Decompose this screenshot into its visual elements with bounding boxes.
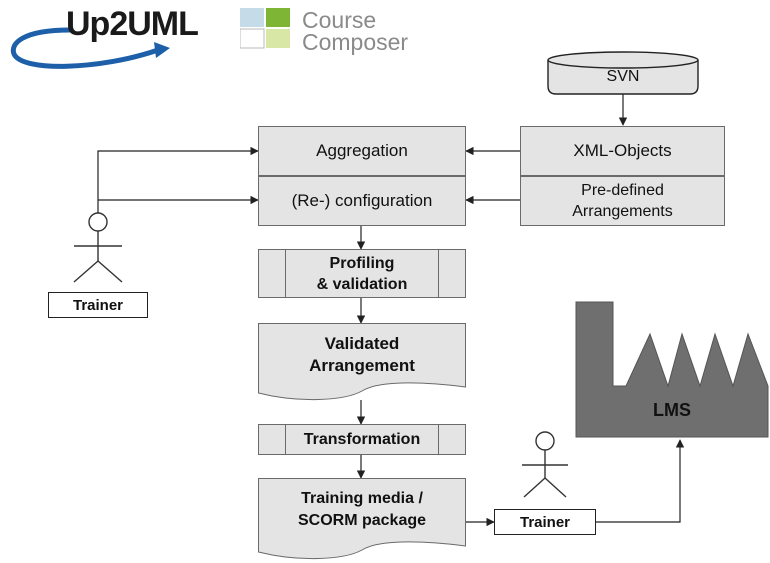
training-media-line-2: SCORM package [297, 512, 427, 529]
trainer-left-actor-icon [73, 212, 123, 283]
training-media-label: Training media / SCORM package [258, 485, 466, 535]
trainer-left-label-box: Trainer [48, 292, 148, 318]
svn-label: SVN [606, 68, 640, 85]
lms-factory-icon [575, 301, 769, 438]
course-composer-squares-icon [240, 8, 290, 49]
profiling-label: Profiling & validation [317, 253, 408, 295]
trainer-bottom-label: Trainer [519, 513, 571, 531]
validated-line-1: Validated [324, 334, 400, 353]
trainer-left-label: Trainer [72, 296, 124, 314]
profiling-right-bar [438, 250, 439, 297]
training-media-line-1: Training media / [301, 490, 423, 507]
predefined-line-1: Pre-defined [581, 182, 664, 199]
connectors [97, 94, 685, 527]
lms-label: LMS [653, 399, 691, 420]
xml-objects-box: XML-Objects [520, 126, 725, 176]
validated-line-2: Arrangement [309, 356, 415, 375]
up2uml-swoosh-icon [10, 27, 170, 69]
predefined-arrangements-box: Pre-defined Arrangements [520, 176, 725, 226]
up2uml-wordmark: Up2UML [66, 5, 199, 43]
reconfiguration-box: (Re-) configuration [258, 176, 466, 226]
transformation-box: Transformation [258, 424, 466, 455]
profiling-line-1: Profiling [329, 254, 395, 272]
trainer-bottom-actor-icon [522, 431, 568, 498]
profiling-left-bar [285, 250, 286, 297]
profiling-line-2: & validation [316, 275, 408, 293]
course-composer-line-1: Course [302, 7, 377, 33]
profiling-validation-box: Profiling & validation [258, 249, 466, 298]
training-media-shape [258, 478, 466, 560]
validated-arrangement-shape [258, 323, 466, 401]
trainer-bottom-label-box: Trainer [494, 509, 596, 535]
validated-arrangement-label: Validated Arrangement [258, 330, 466, 380]
transformation-right-bar [438, 425, 439, 454]
course-composer-wordmark: Course Composer [302, 7, 409, 55]
course-composer-line-2: Composer [302, 29, 409, 55]
transformation-left-bar [285, 425, 286, 454]
transformation-label: Transformation [303, 430, 421, 448]
aggregation-box: Aggregation [258, 126, 466, 176]
predefined-line-2: Arrangements [572, 203, 673, 220]
